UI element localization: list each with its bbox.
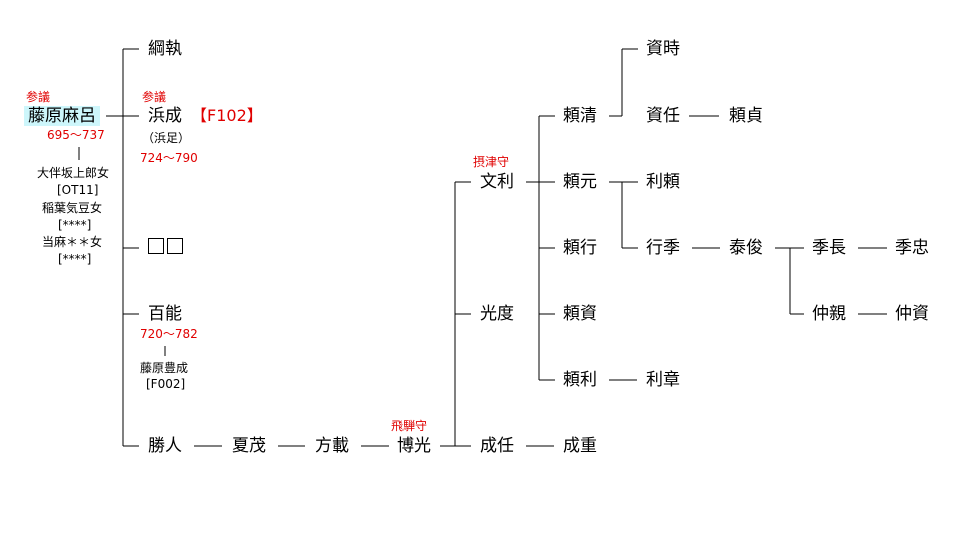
unknown-character-box — [148, 238, 164, 254]
person-nakachika[interactable]: 仲親 — [812, 304, 846, 324]
person-sukeato[interactable]: 資任 — [646, 106, 680, 126]
rank-label: 参議 — [142, 90, 167, 104]
consort-name[interactable]: 大伴坂上郎女 — [37, 166, 110, 180]
life-years: 720～782 — [140, 327, 198, 341]
person-suketoki[interactable]: 資時 — [646, 39, 680, 59]
person-momoyoshi[interactable]: 百能 — [148, 304, 182, 324]
person-yorisada[interactable]: 頼貞 — [729, 106, 763, 126]
unknown-character-box — [167, 238, 183, 254]
person-yasutoshi[interactable]: 泰俊 — [729, 238, 763, 258]
rank-label: 参議 — [26, 90, 51, 104]
person-suetada[interactable]: 季忠 — [895, 238, 929, 258]
reference-code[interactable]: 【F102】 — [191, 106, 263, 125]
person-toshiaki[interactable]: 利章 — [646, 370, 680, 390]
person-mitsunori[interactable]: 光度 — [480, 304, 514, 324]
person-naritou[interactable]: 成任 — [480, 436, 514, 456]
person-toshiyori[interactable]: 利頼 — [646, 172, 680, 192]
consort-name[interactable]: 当麻＊＊女 — [42, 235, 103, 249]
person-yorikiyo[interactable]: 頼清 — [563, 106, 597, 126]
person-kataka[interactable]: 方載 — [315, 436, 349, 456]
person-fumitoshi[interactable]: 文利 — [480, 172, 514, 192]
consort-ref: [****] — [58, 252, 92, 266]
consort-ref: [****] — [58, 218, 92, 232]
person-yorimoto[interactable]: 頼元 — [563, 172, 597, 192]
life-years: 695～737 — [47, 128, 105, 142]
alias-name: （浜足） — [142, 131, 191, 145]
person-katsuhito[interactable]: 勝人 — [148, 436, 182, 456]
person-fujiwara-maro[interactable]: 藤原麻呂 — [24, 106, 100, 126]
person-natsushige[interactable]: 夏茂 — [232, 436, 266, 456]
person-tsunatori[interactable]: 綱執 — [148, 39, 182, 59]
life-years: 724～790 — [140, 151, 198, 165]
consort-name[interactable]: 稲葉気豆女 — [42, 201, 103, 215]
spouse-name[interactable]: 藤原豊成 — [140, 361, 189, 375]
person-hiromitsu[interactable]: 博光 — [397, 436, 431, 456]
person-yoriyuki[interactable]: 頼行 — [563, 238, 597, 258]
consort-ref: [OT11] — [57, 183, 99, 197]
rank-label: 飛騨守 — [391, 419, 428, 433]
spouse-ref: [F002] — [146, 377, 186, 391]
person-yorisuke[interactable]: 頼資 — [563, 304, 597, 324]
person-nakasuke[interactable]: 仲資 — [895, 304, 929, 324]
person-suenaga[interactable]: 季長 — [812, 238, 846, 258]
person-unknown[interactable] — [148, 238, 186, 258]
person-yukisue[interactable]: 行季 — [646, 238, 680, 258]
person-hamanari[interactable]: 浜成 — [148, 106, 182, 126]
person-narishige[interactable]: 成重 — [563, 436, 597, 456]
rank-label: 摂津守 — [473, 155, 510, 169]
person-yoritoshi[interactable]: 頼利 — [563, 370, 597, 390]
